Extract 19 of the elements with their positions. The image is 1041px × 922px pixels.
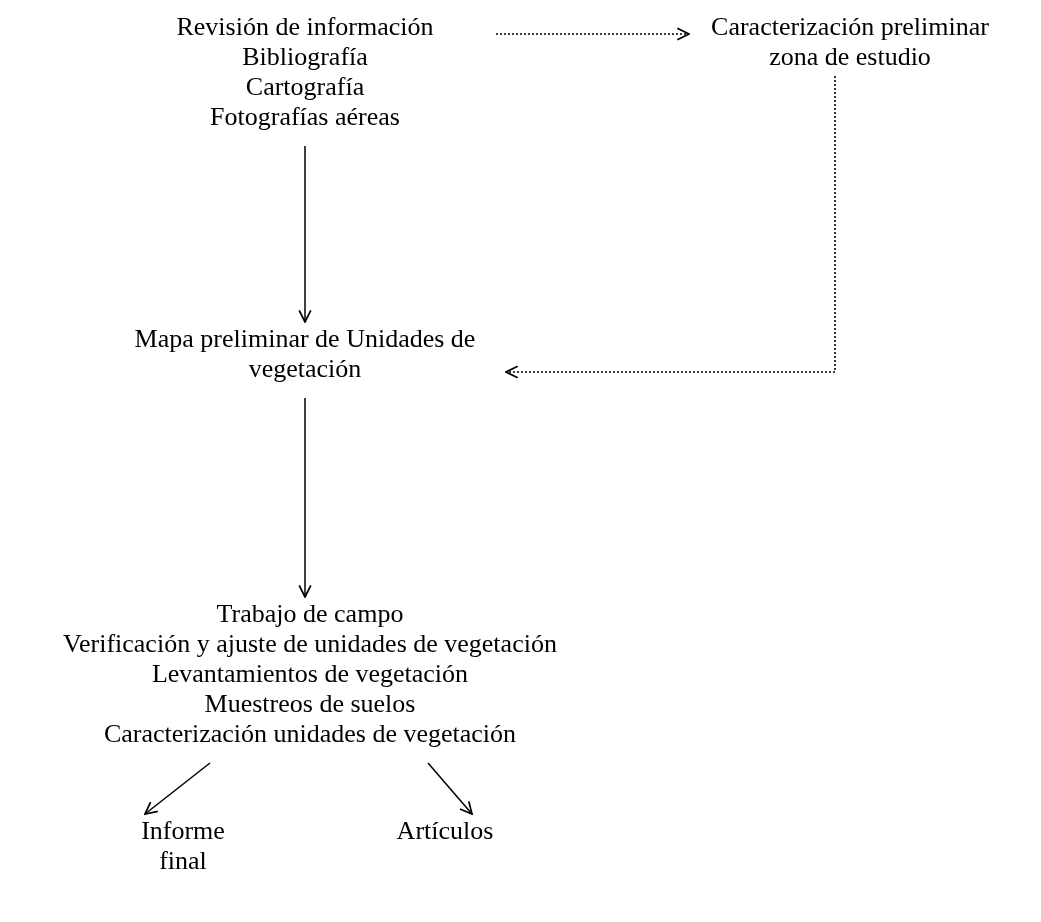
step-label: Caracterización preliminar zona de estudio xyxy=(710,12,990,72)
step-item: Levantamientos de vegetación xyxy=(150,659,470,689)
step-item: Fotografías aéreas xyxy=(209,102,401,132)
step-item: Verificación y ajuste de unidades de vegetación xyxy=(62,629,558,659)
arrow xyxy=(298,397,312,598)
step-item: Caracterización unidades de vegetación xyxy=(102,719,518,749)
step-item: Muestreos de suelos xyxy=(203,689,417,719)
arrow xyxy=(144,762,211,815)
step-heading: Trabajo de campo xyxy=(215,599,405,629)
arrow xyxy=(427,762,473,815)
step-label: Artículos xyxy=(395,816,495,846)
step-heading: Revisión de información xyxy=(175,12,435,42)
step-item: Cartografía xyxy=(244,72,366,102)
step-label: Mapa preliminar de Unidades de vegetación xyxy=(133,324,477,384)
arrow xyxy=(298,145,312,323)
dotted-arrow xyxy=(495,27,690,41)
step-item: Bibliografía xyxy=(241,42,369,72)
step-label: Informe final xyxy=(140,816,226,876)
dotted-arrow xyxy=(505,75,836,379)
